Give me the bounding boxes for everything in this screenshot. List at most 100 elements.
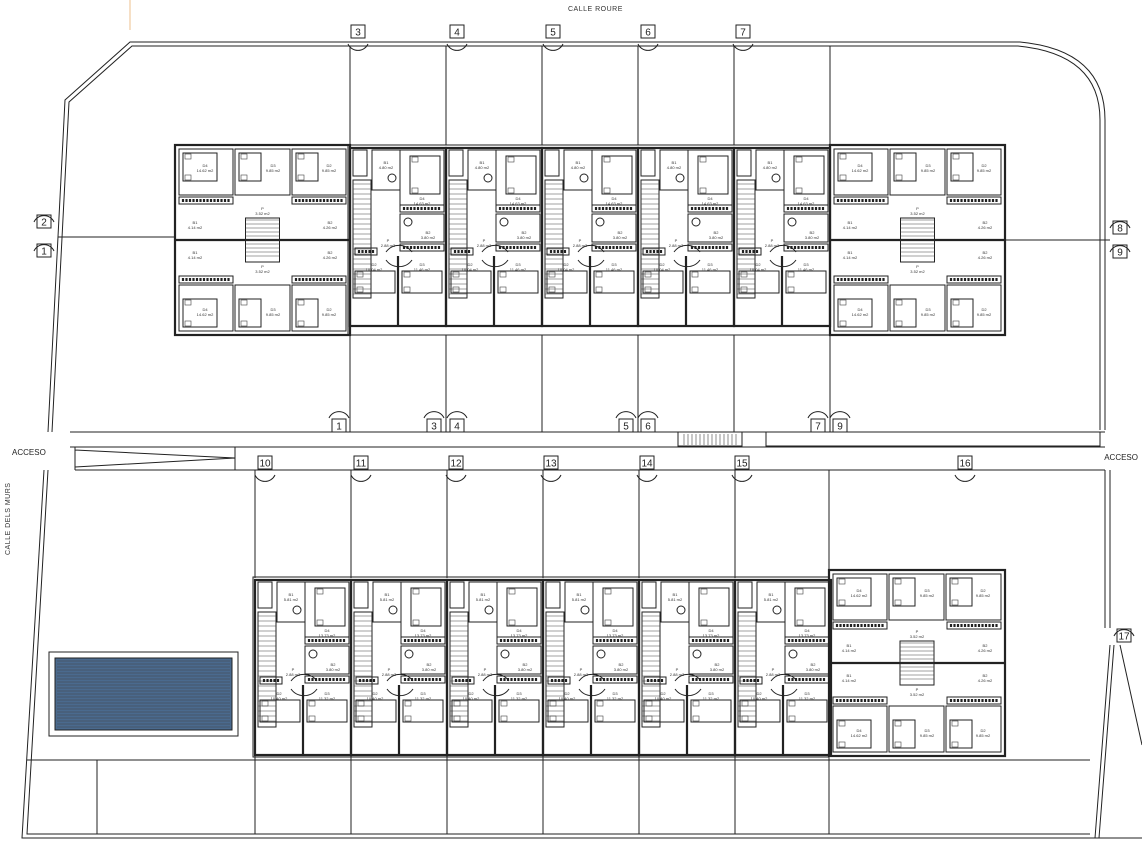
pillow xyxy=(453,715,461,722)
door-number-6[interactable]: 6 xyxy=(637,411,659,433)
room-name: P xyxy=(771,238,774,243)
pillow xyxy=(838,720,846,727)
room-name: D4 xyxy=(857,307,863,312)
room-area: 10.04 m2 xyxy=(366,267,383,272)
door-number-10[interactable]: 10 xyxy=(254,455,276,482)
wardrobe xyxy=(642,247,666,256)
door-number-box xyxy=(1112,220,1128,235)
room-name: B1 xyxy=(769,592,775,597)
door-number-6[interactable]: 6 xyxy=(637,24,659,51)
room-name: B1 xyxy=(481,592,487,597)
door-swing xyxy=(637,43,659,51)
door-number: 5 xyxy=(623,422,629,433)
door-number-1[interactable]: 1 xyxy=(328,411,350,433)
room-area: 10.40 m2 xyxy=(655,696,672,701)
door-number-9[interactable]: 9 xyxy=(1109,244,1131,259)
door-number-8[interactable]: 8 xyxy=(1109,220,1131,235)
wardrobe xyxy=(304,636,350,645)
room-area: 2.88 m2 xyxy=(381,243,396,248)
room-area: 5.81 m2 xyxy=(572,597,587,602)
wardrobe xyxy=(354,247,378,256)
door-number-3[interactable]: 3 xyxy=(423,411,445,433)
bed xyxy=(401,270,443,294)
pillow xyxy=(356,286,364,293)
pillow xyxy=(699,187,707,194)
door-number-4[interactable]: 4 xyxy=(446,411,468,433)
door-number-17[interactable]: 17 xyxy=(1113,628,1135,643)
pillow xyxy=(404,715,412,722)
door-number: 9 xyxy=(837,422,843,433)
bed xyxy=(355,699,397,723)
door-number-14[interactable]: 14 xyxy=(636,455,658,482)
door-number-15[interactable]: 15 xyxy=(731,455,753,482)
bed xyxy=(738,270,780,294)
room-area: 10.04 m2 xyxy=(558,267,575,272)
room-name: B2 xyxy=(331,662,337,667)
door-number-box xyxy=(618,418,634,433)
bathroom-b1 xyxy=(755,149,785,191)
door-swing xyxy=(481,244,509,268)
pillow xyxy=(787,271,795,278)
door-swing xyxy=(350,474,372,482)
street-label-top: CALLE ROURE xyxy=(568,6,623,13)
door-number-7[interactable]: 7 xyxy=(732,24,754,51)
door-number-5[interactable]: 5 xyxy=(615,411,637,433)
door-number-9[interactable]: 9 xyxy=(829,411,851,433)
door-number-box xyxy=(350,24,366,39)
door-number: 17 xyxy=(1118,632,1130,643)
bed xyxy=(837,152,873,182)
room-area: 11.32 m2 xyxy=(415,696,432,701)
room-area: 2.88 m2 xyxy=(669,243,684,248)
room-name: D2 xyxy=(981,307,987,312)
door-number-2[interactable]: 2 xyxy=(33,214,55,229)
room-area: 2.88 m2 xyxy=(573,243,588,248)
wardrobe xyxy=(495,204,541,213)
room-area: 3.52 m2 xyxy=(910,211,925,216)
toilet xyxy=(579,173,589,183)
door-number-4[interactable]: 4 xyxy=(446,24,468,51)
room-name: B1 xyxy=(848,250,854,255)
bedroom-d3 xyxy=(234,148,291,196)
door-number-3[interactable]: 3 xyxy=(347,24,369,51)
door-swing xyxy=(33,244,55,252)
room-area: 2.88 m2 xyxy=(670,672,685,677)
room-name: D4 xyxy=(516,628,522,633)
room-name: B2 xyxy=(983,673,989,678)
room-name: B1 xyxy=(847,673,853,678)
door-number-1[interactable]: 1 xyxy=(33,243,55,258)
door-number: 10 xyxy=(259,459,271,470)
room-area: 3.80 m2 xyxy=(326,667,341,672)
bed xyxy=(794,587,826,627)
room-name: D4 xyxy=(856,588,862,593)
room-area: 10.40 m2 xyxy=(559,696,576,701)
pillow xyxy=(357,715,365,722)
bed xyxy=(602,587,634,627)
room-area: 2.88 m2 xyxy=(286,672,301,677)
door-number-7[interactable]: 7 xyxy=(807,411,829,433)
room-name: D2 xyxy=(980,588,986,593)
pillow xyxy=(952,320,960,327)
door-number-13[interactable]: 13 xyxy=(540,455,562,482)
room-area: 14.63 m2 xyxy=(798,201,815,206)
room-name: D2 xyxy=(755,262,761,267)
door-number-12[interactable]: 12 xyxy=(445,455,467,482)
bathroom-b1 xyxy=(564,581,594,623)
door-number-box xyxy=(640,418,656,433)
door-number: 3 xyxy=(431,422,437,433)
door-swing xyxy=(446,43,468,51)
bed xyxy=(354,270,396,294)
door-number-16[interactable]: 16 xyxy=(954,455,976,482)
door-number-11[interactable]: 11 xyxy=(350,455,372,482)
room-area: 9.85 m2 xyxy=(266,168,281,173)
sink xyxy=(403,217,413,227)
pillow xyxy=(549,715,557,722)
room-name: D3 xyxy=(804,691,810,696)
room-area: 5.81 m2 xyxy=(284,597,299,602)
room-area: 3.80 m2 xyxy=(614,667,629,672)
door-number-5[interactable]: 5 xyxy=(542,24,564,51)
room-area: 9.85 m2 xyxy=(920,733,935,738)
bedroom-d2 xyxy=(291,284,347,332)
room-name: D2 xyxy=(980,728,986,733)
room-name: P xyxy=(484,667,487,672)
